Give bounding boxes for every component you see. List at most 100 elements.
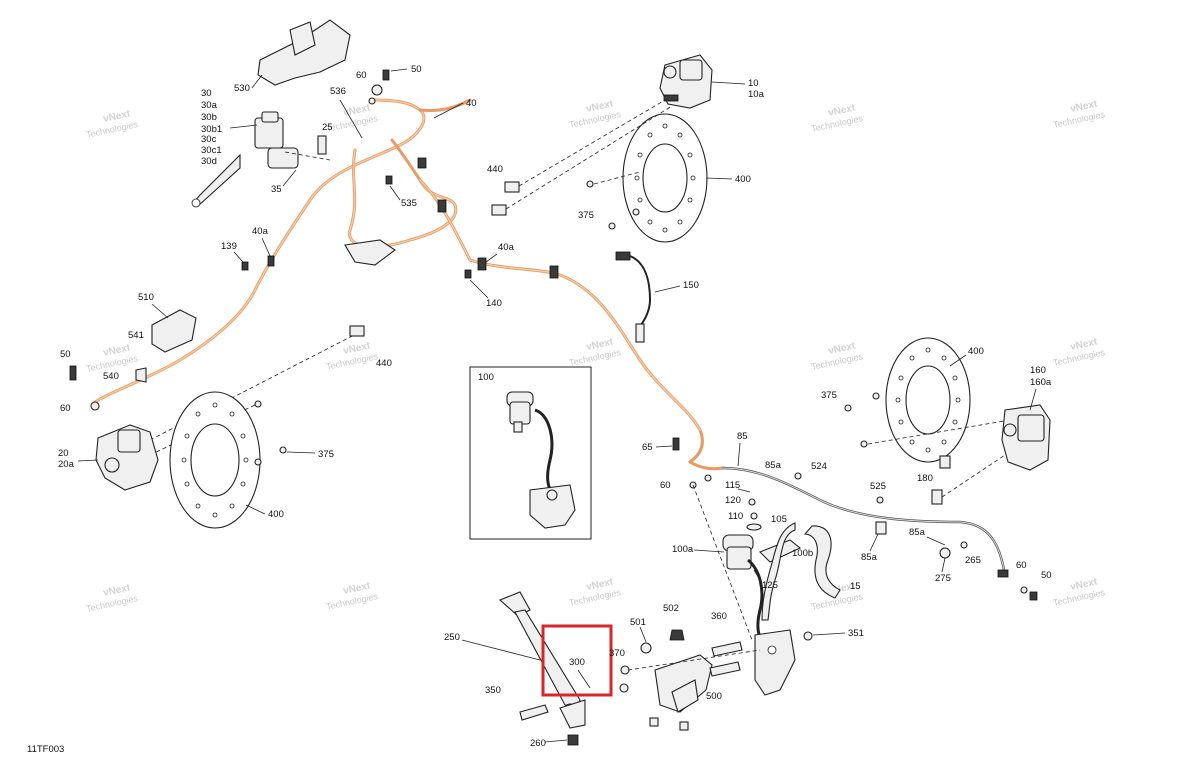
label-85a-top: 85a — [765, 460, 782, 471]
highlight-box-300 — [541, 624, 613, 697]
screw-375 — [632, 208, 640, 216]
master-cylinder-100a — [722, 522, 841, 647]
label-120: 120 — [725, 495, 741, 506]
label-510: 510 — [138, 292, 154, 303]
label-440-mid: 440 — [376, 358, 392, 369]
label-50-left: 50 — [60, 349, 71, 360]
label-35: 35 — [271, 184, 282, 195]
label-250: 250 — [444, 632, 460, 643]
brake-disc-top — [622, 113, 708, 243]
label-180: 180 — [917, 473, 933, 484]
pedal-mount-500 — [649, 654, 713, 731]
label-360: 360 — [711, 611, 727, 622]
label-440-top: 440 — [487, 164, 503, 175]
fitting-275 — [939, 547, 951, 559]
label-140: 140 — [486, 298, 502, 309]
bolt-25 — [317, 135, 327, 155]
label-375-top: 375 — [578, 210, 594, 221]
label-375-left: 375 — [318, 449, 334, 460]
bracket-530 — [251, 19, 351, 89]
label-110: 110 — [728, 511, 743, 522]
screw-375 — [608, 222, 616, 230]
label-30d: 30d — [201, 156, 217, 167]
harness-bracket — [344, 239, 396, 266]
bushing-370 — [620, 665, 630, 675]
label-300: 300 — [569, 657, 585, 668]
label-30b1: 30b1 — [201, 124, 222, 135]
bolt-50 — [1029, 591, 1038, 601]
label-260: 260 — [530, 738, 546, 749]
screw-265 — [960, 541, 968, 549]
label-60-mid: 60 — [660, 480, 671, 491]
label-160a: 160a — [1030, 377, 1052, 388]
hose-clips — [241, 157, 559, 279]
label-536: 536 — [330, 86, 346, 97]
caliper-20 — [95, 424, 159, 491]
label-541: 541 — [128, 330, 144, 341]
label-25: 25 — [322, 122, 333, 133]
label-400-top: 400 — [735, 174, 751, 185]
label-115: 115 — [725, 480, 740, 491]
label-20a: 20a — [58, 459, 75, 470]
label-15: 15 — [850, 581, 861, 592]
label-501: 501 — [630, 617, 646, 628]
rear-brake-line — [721, 466, 1007, 576]
label-370: 370 — [609, 648, 625, 659]
bolt-350 — [519, 704, 549, 721]
hose-mid — [348, 138, 458, 249]
screw-375 — [586, 180, 594, 188]
pin-501 — [640, 642, 652, 654]
label-275: 275 — [935, 573, 951, 584]
label-10a: 10a — [748, 89, 765, 100]
label-60-top: 60 — [356, 70, 367, 81]
label-139: 139 — [221, 241, 237, 252]
caliper-10 — [659, 54, 713, 109]
screw-375 — [860, 440, 868, 448]
hose-rear-right — [688, 460, 724, 471]
bracket-351 — [754, 629, 796, 696]
label-85a-right: 85a — [909, 527, 926, 538]
label-400-left: 400 — [268, 509, 284, 520]
bracket-510 — [151, 309, 197, 353]
hose-top — [418, 98, 472, 112]
label-40a-right: 40a — [498, 242, 515, 253]
washer-60 — [1020, 586, 1028, 594]
screw-524 — [794, 472, 802, 480]
screw-375 — [254, 400, 262, 408]
label-40: 40 — [466, 98, 477, 109]
label-105: 105 — [771, 514, 787, 525]
brake-disc-right — [885, 337, 971, 463]
bolt-440-top-b — [491, 204, 507, 216]
label-375-right: 375 — [821, 390, 837, 401]
bushing-370b — [619, 683, 629, 693]
label-30a: 30a — [201, 100, 218, 111]
label-150: 150 — [683, 280, 699, 291]
label-50-right: 50 — [1041, 570, 1052, 581]
label-125: 125 — [762, 580, 778, 591]
washer-60 — [90, 401, 100, 411]
label-535: 535 — [401, 198, 417, 209]
bolt-440-mid — [349, 325, 365, 337]
part-105 — [746, 523, 762, 531]
label-30b: 30b — [201, 112, 217, 123]
label-30c: 30c — [201, 134, 217, 145]
part-120 — [748, 498, 756, 506]
screw-375 — [844, 404, 852, 412]
label-30: 30 — [201, 88, 212, 99]
screw-375 — [254, 458, 262, 466]
bolt-440-top — [504, 181, 520, 193]
label-265: 265 — [965, 555, 981, 566]
label-50-top: 50 — [411, 64, 422, 75]
inset-master-cylinder: 100 — [469, 366, 592, 540]
label-10: 10 — [748, 78, 759, 89]
